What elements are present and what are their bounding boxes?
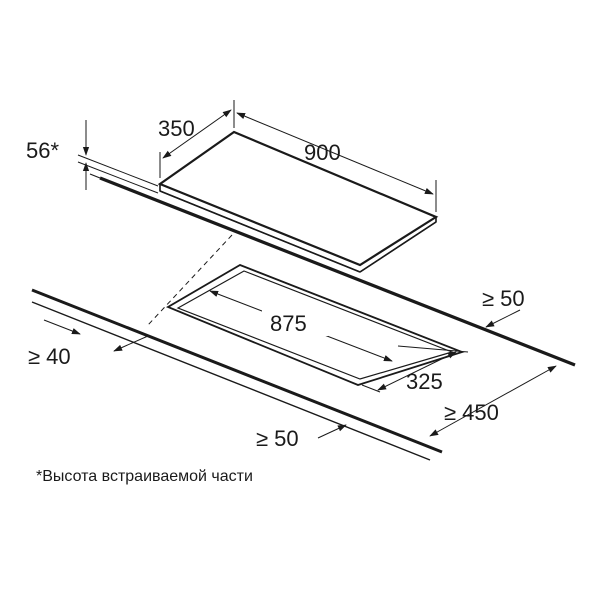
rear-clearance-label: ≥ 50 [482, 286, 525, 311]
wall-clearance-label: ≥ 450 [444, 400, 499, 425]
cutout-width-label: 875 [270, 311, 307, 336]
countertop-rear-edge [89, 173, 576, 367]
side-clearance-label: ≥ 40 [28, 344, 71, 369]
hob-height-label: 56* [26, 138, 59, 163]
hob-width-label: 900 [304, 140, 341, 165]
hob-body [157, 130, 439, 273]
side-clearance-dimension: ≥ 40 [28, 319, 149, 369]
footnote-text: *Высота встраиваемой части [36, 468, 253, 485]
front-clearance-label: ≥ 50 [256, 426, 299, 451]
countertop-front-edge [31, 288, 443, 461]
hob-depth-dimension: 350 [158, 100, 235, 178]
rear-clearance-dimension: ≥ 50 [482, 286, 525, 328]
wall-clearance-dimension: ≥ 450 [429, 365, 557, 437]
front-clearance-dimension: ≥ 50 [256, 424, 347, 451]
cutout-width-dimension: 875 [209, 290, 393, 362]
projection-dashed-line [147, 234, 233, 326]
height-dimension: 56* [26, 120, 159, 194]
cutout-depth-label: 325 [406, 369, 443, 394]
hob-width-dimension: 900 [236, 112, 437, 212]
hob-depth-label: 350 [158, 116, 195, 141]
